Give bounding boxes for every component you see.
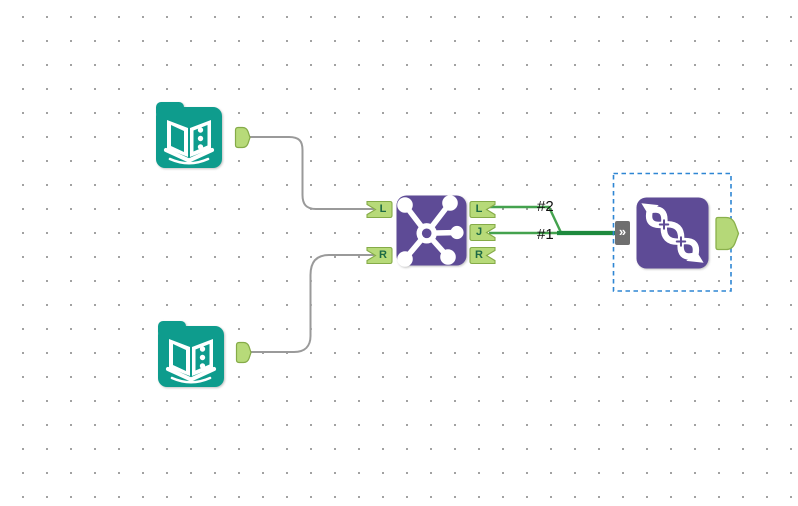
- anchor-label-r: R: [379, 249, 387, 261]
- wire-input1-to-join-l[interactable]: [250, 136, 374, 210]
- input-data-icon: [156, 102, 222, 168]
- join-input-anchor-r[interactable]: R: [366, 246, 393, 265]
- input1-output-anchor[interactable]: [234, 126, 251, 149]
- join-input-anchor-l[interactable]: L: [366, 200, 393, 219]
- input-data-tool-2[interactable]: [155, 318, 227, 390]
- join-multiple-icon: [636, 197, 709, 269]
- join-icon: [396, 195, 467, 267]
- input2-output-anchor[interactable]: [235, 341, 252, 364]
- join-multiple-input-anchor[interactable]: »: [615, 221, 630, 245]
- join-output-anchor-r[interactable]: R: [469, 246, 496, 265]
- join-multiple-tool[interactable]: [635, 196, 710, 270]
- anchor-label-j: J: [475, 226, 483, 238]
- join-output-anchor-j[interactable]: J: [469, 223, 496, 242]
- anchor-label-l: L: [379, 203, 387, 215]
- wire-input2-to-join-r[interactable]: [250, 254, 374, 353]
- join-output-anchor-l[interactable]: L: [469, 200, 496, 219]
- anchor-label-r: R: [475, 249, 483, 261]
- connection-label-1: #1: [537, 226, 554, 243]
- join-tool[interactable]: [395, 194, 468, 267]
- connection-label-2: #2: [537, 198, 554, 215]
- input-data-tool-1[interactable]: [153, 99, 225, 171]
- input-data-icon: [158, 321, 224, 387]
- join-multiple-output-anchor[interactable]: [714, 215, 740, 252]
- wire-join-l-to-joinmultiple[interactable]: [489, 205, 562, 233]
- anchor-label-l: L: [475, 203, 483, 215]
